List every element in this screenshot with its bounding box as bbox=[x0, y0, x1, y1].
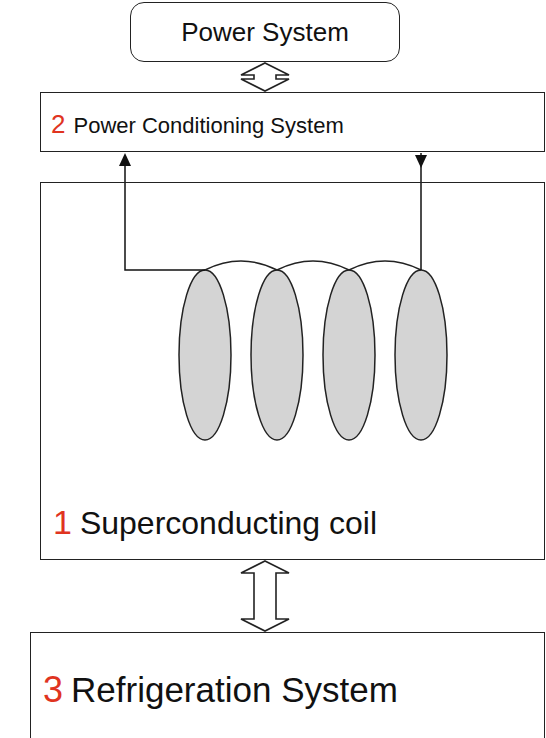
label-row: 2 Power Conditioning System bbox=[51, 109, 344, 140]
label-row: 1Superconducting coil bbox=[53, 503, 377, 542]
callout-number: 1 bbox=[53, 503, 72, 542]
box-label: Superconducting coil bbox=[80, 505, 377, 542]
connector bbox=[119, 153, 205, 270]
connector bbox=[415, 153, 427, 270]
callout-number: 2 bbox=[51, 109, 65, 140]
box-label: Refrigeration System bbox=[71, 670, 398, 710]
system-box: Power System bbox=[130, 2, 400, 62]
coil-illustration bbox=[179, 261, 447, 440]
box-label: Power Conditioning System bbox=[73, 113, 343, 139]
connector bbox=[241, 561, 289, 631]
callout-number: 3 bbox=[43, 669, 63, 711]
label-row: 3Refrigeration System bbox=[43, 669, 398, 711]
label-row: Power System bbox=[181, 17, 349, 48]
component-box: 3Refrigeration System bbox=[30, 632, 545, 738]
component-box: 1Superconducting coil bbox=[40, 182, 545, 560]
connector bbox=[241, 63, 289, 91]
box-label: Power System bbox=[181, 17, 349, 48]
component-box: 2 Power Conditioning System bbox=[40, 92, 545, 152]
